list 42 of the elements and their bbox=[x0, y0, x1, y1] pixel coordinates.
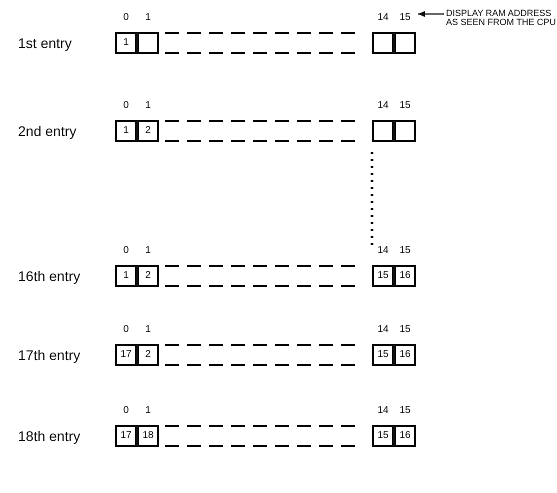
memory-cell: 2 bbox=[137, 265, 159, 287]
memory-cell: 2 bbox=[137, 120, 159, 142]
row-label: 18th entry bbox=[18, 428, 80, 444]
row-label: 16th entry bbox=[18, 268, 80, 284]
memory-cell: 15 bbox=[372, 425, 394, 447]
address-index: 0 bbox=[122, 245, 130, 256]
address-index: 1 bbox=[144, 245, 152, 256]
address-index: 15 bbox=[398, 245, 412, 256]
address-index: 1 bbox=[144, 405, 152, 416]
memory-cell: 17 bbox=[115, 344, 137, 366]
address-index: 15 bbox=[398, 100, 412, 111]
memory-cell: 2 bbox=[137, 344, 159, 366]
address-index: 0 bbox=[122, 405, 130, 416]
row-label: 2nd entry bbox=[18, 123, 76, 139]
address-index: 1 bbox=[144, 12, 152, 23]
address-index: 1 bbox=[144, 100, 152, 111]
row-label: 17th entry bbox=[18, 347, 80, 363]
memory-cell: 17 bbox=[115, 425, 137, 447]
memory-cell: 15 bbox=[372, 265, 394, 287]
address-index: 15 bbox=[398, 405, 412, 416]
address-index: 15 bbox=[394, 12, 416, 23]
address-index: 0 bbox=[122, 12, 130, 23]
memory-cell: 1 bbox=[115, 120, 137, 142]
address-index: 14 bbox=[376, 12, 390, 23]
memory-cell: 1 bbox=[115, 265, 137, 287]
memory-cell: 15 bbox=[372, 344, 394, 366]
memory-cell: 18 bbox=[137, 425, 159, 447]
callout-note: DISPLAY RAM ADDRESS AS SEEN FROM THE CPU bbox=[446, 9, 556, 27]
memory-cell: 16 bbox=[394, 425, 416, 447]
row-label: 1st entry bbox=[18, 35, 72, 51]
address-index: 14 bbox=[376, 324, 390, 335]
memory-cell: 1 bbox=[115, 32, 137, 54]
memory-cell: 16 bbox=[394, 344, 416, 366]
memory-cell: 16 bbox=[394, 265, 416, 287]
address-index: 0 bbox=[122, 100, 130, 111]
address-index: 14 bbox=[376, 245, 390, 256]
address-index: 14 bbox=[376, 100, 390, 111]
address-index: 1 bbox=[144, 324, 152, 335]
leader-arrow bbox=[418, 11, 444, 17]
address-index: 14 bbox=[376, 405, 390, 416]
address-index: 0 bbox=[122, 324, 130, 335]
address-index: 15 bbox=[398, 324, 412, 335]
